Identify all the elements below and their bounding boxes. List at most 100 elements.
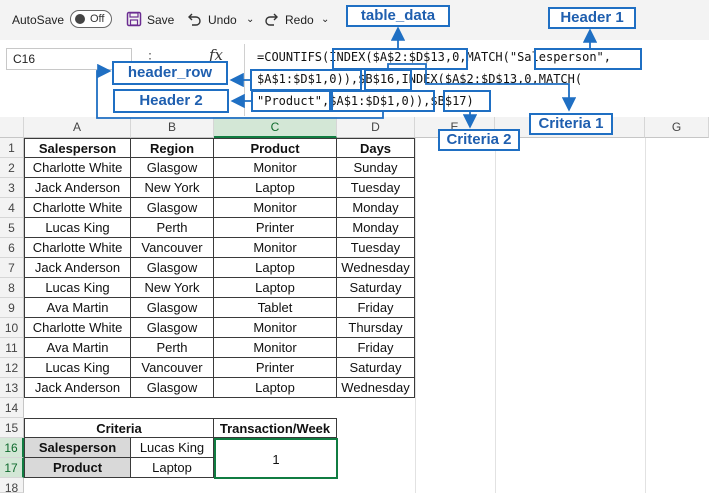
table-cell[interactable]: Lucas King — [24, 218, 131, 238]
table-cell[interactable]: Charlotte White — [24, 238, 131, 258]
highlight-header-1 — [534, 48, 642, 70]
row-header[interactable]: 17 — [0, 458, 24, 478]
row-header[interactable]: 12 — [0, 358, 24, 378]
table-cell[interactable]: Glasgow — [131, 158, 214, 178]
row-header[interactable]: 16 — [0, 438, 24, 458]
row-header[interactable]: 14 — [0, 398, 24, 418]
undo-dropdown-chevron-icon[interactable]: ⌄ — [246, 14, 255, 25]
table-cell[interactable]: Monday — [337, 198, 415, 218]
row-header[interactable]: 11 — [0, 338, 24, 358]
table-cell[interactable]: Saturday — [337, 278, 415, 298]
undo-icon[interactable] — [186, 11, 202, 27]
row-header[interactable]: 18 — [0, 478, 24, 495]
table-cell[interactable]: Perth — [131, 218, 214, 238]
criteria-label-product[interactable]: Product — [24, 458, 131, 478]
table-cell[interactable]: Glasgow — [131, 378, 214, 398]
table-cell[interactable]: Friday — [337, 338, 415, 358]
table-cell[interactable]: Monday — [337, 218, 415, 238]
column-header-c[interactable]: C — [214, 117, 337, 138]
table-cell[interactable]: Saturday — [337, 358, 415, 378]
column-header-b[interactable]: B — [131, 117, 214, 138]
table-cell[interactable]: Printer — [214, 358, 337, 378]
result-header[interactable]: Transaction/Week — [214, 418, 337, 438]
criteria-title[interactable]: Criteria — [24, 418, 214, 438]
table-cell[interactable]: Laptop — [214, 258, 337, 278]
table-cell[interactable]: Sunday — [337, 158, 415, 178]
row-header[interactable]: 1 — [0, 138, 24, 158]
select-all-corner[interactable] — [0, 117, 24, 138]
row-header[interactable]: 3 — [0, 178, 24, 198]
table-cell[interactable]: Vancouver — [131, 238, 214, 258]
table-cell[interactable]: Thursday — [337, 318, 415, 338]
table-cell[interactable]: Lucas King — [24, 278, 131, 298]
table-cell[interactable]: Ava Martin — [24, 338, 131, 358]
table-cell[interactable]: Printer — [214, 218, 337, 238]
table-cell[interactable]: Wednesday — [337, 378, 415, 398]
autosave-toggle[interactable]: Off — [70, 10, 112, 28]
save-icon[interactable] — [126, 11, 142, 27]
table-cell[interactable]: New York — [131, 278, 214, 298]
name-box[interactable]: C16 — [6, 48, 132, 70]
table-cell[interactable]: Vancouver — [131, 358, 214, 378]
table-cell[interactable]: New York — [131, 178, 214, 198]
table-cell[interactable]: Charlotte White — [24, 318, 131, 338]
redo-icon[interactable] — [264, 11, 280, 27]
highlight-header-row — [250, 69, 362, 91]
row-header[interactable]: 10 — [0, 318, 24, 338]
table-cell[interactable]: Perth — [131, 338, 214, 358]
table-cell[interactable]: Laptop — [214, 378, 337, 398]
table-cell[interactable]: Jack Anderson — [24, 378, 131, 398]
insert-function-icon[interactable]: fx — [209, 46, 224, 64]
table-cell[interactable]: Charlotte White — [24, 198, 131, 218]
table-cell[interactable]: Laptop — [214, 278, 337, 298]
table-header-salesperson[interactable]: Salesperson — [24, 138, 131, 158]
result-cell-selected[interactable]: 1 — [214, 438, 338, 479]
redo-button[interactable]: Redo — [285, 13, 314, 27]
table-header-region[interactable]: Region — [131, 138, 214, 158]
criteria-label-salesperson[interactable]: Salesperson — [24, 438, 131, 458]
table-cell[interactable]: Laptop — [214, 178, 337, 198]
table-cell[interactable]: Jack Anderson — [24, 258, 131, 278]
table-cell[interactable]: Tuesday — [337, 238, 415, 258]
column-header-a[interactable]: A — [24, 117, 131, 138]
worksheet-grid[interactable]: A B C D E F G 1 2 3 4 5 6 7 8 9 10 11 12… — [0, 117, 709, 495]
redo-dropdown-chevron-icon[interactable]: ⌄ — [321, 14, 330, 25]
column-header-g[interactable]: G — [645, 117, 709, 138]
row-header[interactable]: 7 — [0, 258, 24, 278]
row-header[interactable]: 2 — [0, 158, 24, 178]
table-cell[interactable]: Friday — [337, 298, 415, 318]
row-header[interactable]: 15 — [0, 418, 24, 438]
row-header[interactable]: 6 — [0, 238, 24, 258]
row-header[interactable]: 5 — [0, 218, 24, 238]
criteria-value-salesperson[interactable]: Lucas King — [131, 438, 214, 458]
table-cell[interactable]: Glasgow — [131, 258, 214, 278]
table-header-product[interactable]: Product — [214, 138, 337, 158]
table-cell[interactable]: Lucas King — [24, 358, 131, 378]
undo-button[interactable]: Undo — [208, 13, 237, 27]
table-cell[interactable]: Monitor — [214, 198, 337, 218]
table-cell[interactable]: Ava Martin — [24, 298, 131, 318]
table-cell[interactable]: Glasgow — [131, 198, 214, 218]
table-cell[interactable]: Glasgow — [131, 298, 214, 318]
table-cell[interactable]: Monitor — [214, 338, 337, 358]
table-cell[interactable]: Monitor — [214, 158, 337, 178]
row-header[interactable]: 8 — [0, 278, 24, 298]
save-button[interactable]: Save — [147, 13, 175, 27]
table-cell[interactable]: Monitor — [214, 238, 337, 258]
table-cell[interactable]: Tablet — [214, 298, 337, 318]
row-header[interactable]: 4 — [0, 198, 24, 218]
table-cell[interactable]: Tuesday — [337, 178, 415, 198]
criteria-value-product[interactable]: Laptop — [131, 458, 214, 478]
table-cell[interactable]: Charlotte White — [24, 158, 131, 178]
table-cell[interactable]: Glasgow — [131, 318, 214, 338]
highlight-criteria-2 — [443, 90, 491, 112]
row-header[interactable]: 13 — [0, 378, 24, 398]
highlight-header-row-2 — [331, 90, 435, 112]
table-header-days[interactable]: Days — [337, 138, 415, 158]
table-cell[interactable]: Jack Anderson — [24, 178, 131, 198]
row-header[interactable]: 9 — [0, 298, 24, 318]
table-cell[interactable]: Wednesday — [337, 258, 415, 278]
callout-criteria-1: Criteria 1 — [529, 113, 613, 135]
table-cell[interactable]: Monitor — [214, 318, 337, 338]
column-header-d[interactable]: D — [337, 117, 415, 138]
